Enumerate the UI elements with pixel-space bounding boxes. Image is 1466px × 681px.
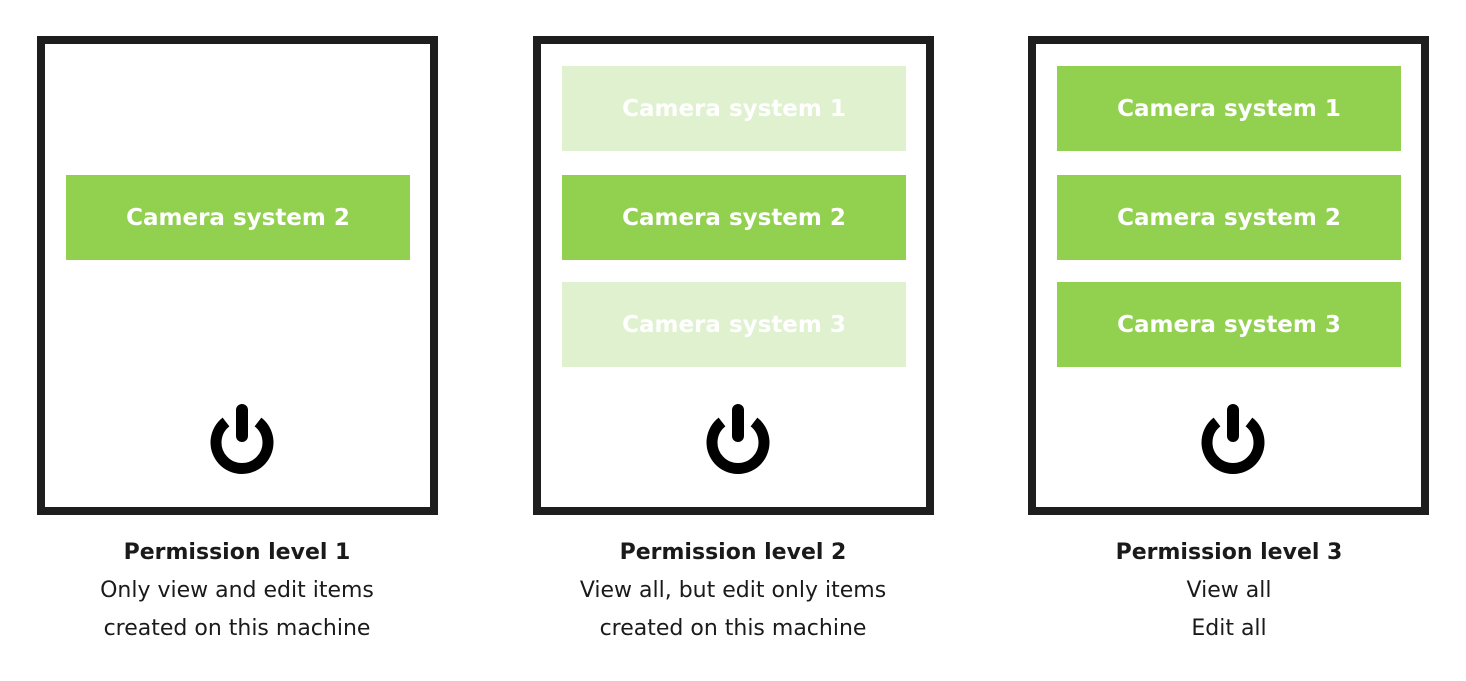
permission-description: created on this machine: [103, 616, 371, 641]
permission-description: View all, but edit only items: [579, 578, 887, 603]
permission-description: created on this machine: [599, 616, 867, 641]
permission-title: Permission level 1: [123, 540, 351, 565]
caption-level-3: Permission level 3 View all Edit all: [1029, 534, 1429, 648]
power-icon[interactable]: [207, 402, 277, 474]
permission-description: View all: [1186, 578, 1272, 603]
camera-system-1-button[interactable]: Camera system 1: [1057, 66, 1401, 151]
permission-title: Permission level 3: [1115, 540, 1343, 565]
permission-description: Only view and edit items: [100, 578, 374, 603]
camera-system-1-button: Camera system 1: [562, 66, 906, 151]
camera-system-2-button[interactable]: Camera system 2: [1057, 175, 1401, 260]
camera-system-2-button[interactable]: Camera system 2: [66, 175, 410, 260]
caption-level-1: Permission level 1 Only view and edit it…: [37, 534, 437, 648]
camera-system-3-button[interactable]: Camera system 3: [1057, 282, 1401, 367]
camera-system-3-button: Camera system 3: [562, 282, 906, 367]
permission-description: Edit all: [1191, 616, 1267, 641]
camera-system-2-button[interactable]: Camera system 2: [562, 175, 906, 260]
caption-level-2: Permission level 2 View all, but edit on…: [533, 534, 933, 648]
device-panel-level-1: Camera system 2: [37, 36, 438, 515]
device-panel-level-3: Camera system 1 Camera system 2 Camera s…: [1028, 36, 1429, 515]
device-panel-level-2: Camera system 1 Camera system 2 Camera s…: [533, 36, 934, 515]
permission-title: Permission level 2: [619, 540, 847, 565]
power-icon[interactable]: [1198, 402, 1268, 474]
power-icon[interactable]: [703, 402, 773, 474]
